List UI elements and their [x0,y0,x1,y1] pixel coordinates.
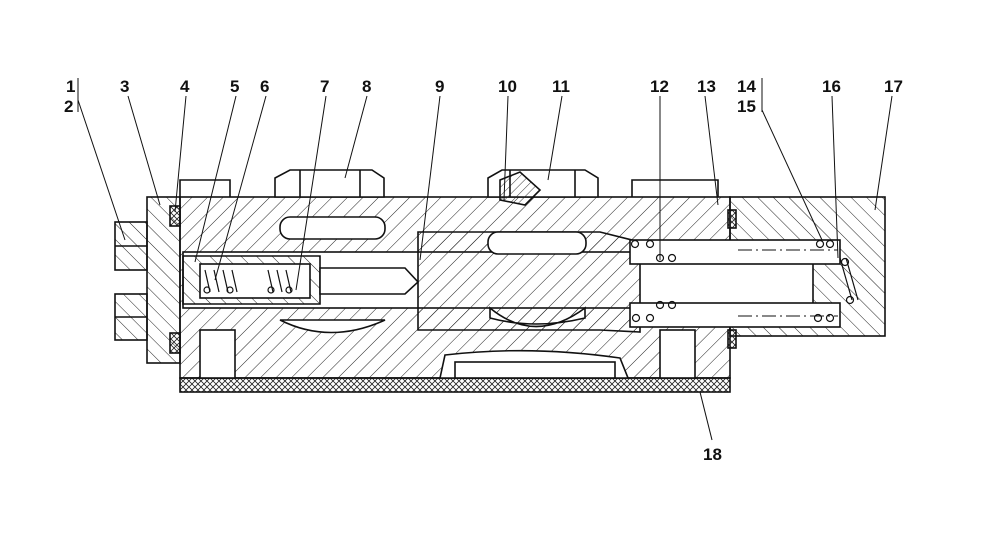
callout-10: 10 [498,77,517,96]
callout-16: 16 [822,77,841,96]
callout-1: 1 [66,77,75,96]
section-body [114,169,886,393]
seal-right [727,209,737,229]
spring-cavity-left [199,263,311,299]
leader-lines [77,78,893,441]
nut-left [274,169,385,198]
callout-2: 2 [64,97,73,116]
callout-14: 14 [737,77,756,96]
callout-5: 5 [230,77,239,96]
callout-18: 18 [703,445,722,464]
seal-upper [169,205,181,227]
spring-left [203,269,293,294]
seal-lower [169,332,181,354]
callout-4: 4 [180,77,190,96]
bottom-gasket [179,377,731,393]
main-spool [417,231,641,333]
callout-labels: 1 2 3 4 5 6 7 8 9 10 11 12 13 14 15 16 1… [64,77,903,464]
seal-right-lower [727,329,737,349]
callout-15: 15 [737,97,756,116]
callout-9: 9 [435,77,444,96]
callout-17: 17 [884,77,903,96]
callout-3: 3 [120,77,129,96]
spring-cavity-right-lower [629,302,841,328]
callout-8: 8 [362,77,371,96]
spring-cavity-right [629,239,841,265]
pilot-pin [319,267,420,295]
plug-10 [499,171,542,206]
callout-6: 6 [260,77,269,96]
callout-7: 7 [320,77,329,96]
callout-11: 11 [552,77,570,96]
callout-12: 12 [650,77,669,96]
callout-13: 13 [697,77,716,96]
